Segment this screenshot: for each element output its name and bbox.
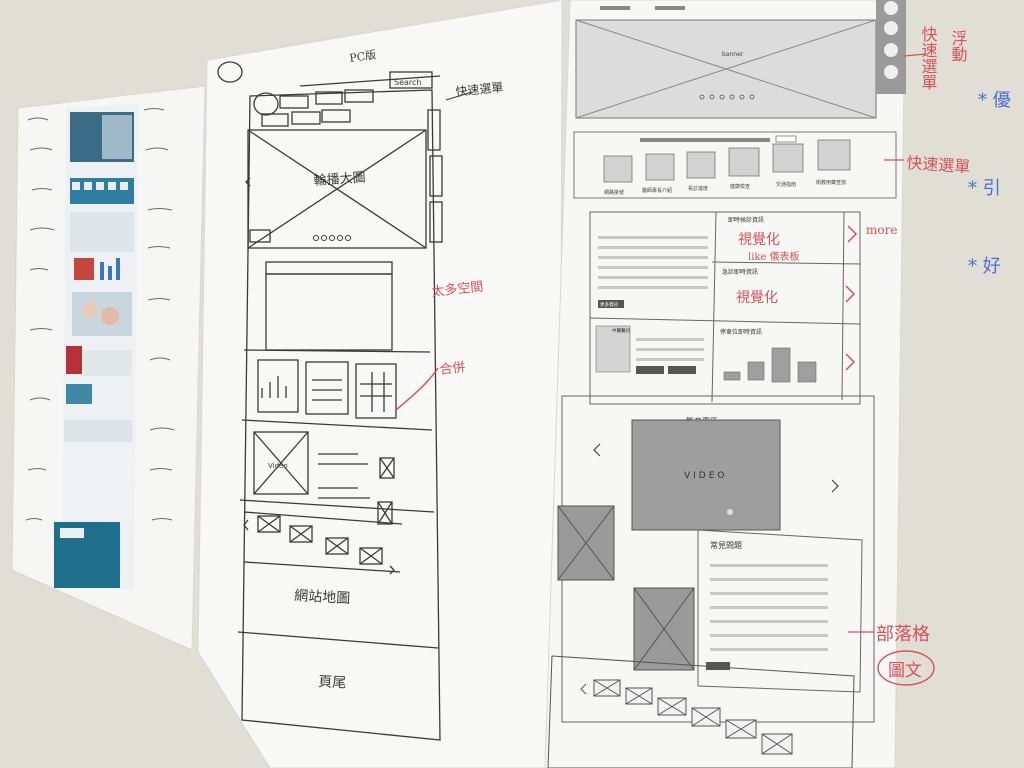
note-visualize-like: like 儀表板 bbox=[748, 250, 800, 263]
video-sketch-label: Video bbox=[268, 462, 288, 470]
note-too-much-space: 太多空間 bbox=[431, 279, 484, 300]
note-visualize-1: 視覺化 bbox=[738, 232, 780, 248]
middle-sheet: PC版 Search 輪播大圖 Video 網站地圖 頁尾 太多空間 合併 快速… bbox=[197, 0, 563, 768]
right-banner: banner bbox=[575, 19, 877, 119]
svg-text:醫師專長介紹: 醫師專長介紹 bbox=[642, 187, 672, 194]
left-sheet bbox=[11, 85, 206, 651]
svg-text:浮動: 浮動 bbox=[949, 30, 968, 63]
svg-text:衛教用藥查詢: 衛教用藥查詢 bbox=[816, 179, 846, 186]
svg-text:網路掛號: 網路掛號 bbox=[604, 189, 624, 196]
svg-text:中醫醫訊: 中醫醫訊 bbox=[612, 327, 630, 334]
search-label: Search bbox=[394, 78, 421, 87]
svg-text:banner: banner bbox=[722, 51, 744, 58]
printed-website-screenshot bbox=[54, 104, 138, 590]
svg-text:即時候診資訊: 即時候診資訊 bbox=[728, 216, 764, 224]
quick-icons-row: 網路掛號 醫師專長介紹 看診進度 健康檢查 交通指南 衛教用藥查詢 bbox=[573, 131, 897, 199]
svg-text:快速選單: 快速選單 bbox=[919, 26, 938, 90]
note-merge: 合併 bbox=[439, 360, 466, 378]
svg-text:更多資訊: 更多資訊 bbox=[600, 301, 618, 308]
svg-text:急診即時資訊: 急診即時資訊 bbox=[722, 268, 758, 276]
note-floating-menu: 快速選單 浮動 bbox=[903, 26, 968, 90]
footer-label: 頁尾 bbox=[318, 674, 347, 691]
note-more: more bbox=[866, 223, 897, 237]
note-blog: 部落格 圖文 bbox=[848, 624, 935, 686]
note-quick-menu-right: 快速選單 bbox=[884, 153, 971, 176]
banner-label: 輪播大圖 bbox=[313, 169, 366, 189]
svg-text:看診進度: 看診進度 bbox=[688, 185, 708, 192]
info-panels: 更多資訊 即時候診資訊 急診即時資訊 停車位即時資訊 中醫醫訊 bbox=[589, 211, 861, 405]
floating-side-menu bbox=[876, 0, 906, 94]
right-carousel bbox=[547, 655, 855, 768]
svg-text:常見問題: 常見問題 bbox=[710, 541, 742, 550]
banner-dots bbox=[313, 235, 351, 241]
sitemap-label: 網站地圖 bbox=[294, 588, 351, 607]
right-sheet: banner bbox=[544, 0, 971, 768]
note-visualize-2: 視覺化 bbox=[736, 290, 778, 306]
wall-note-1: * 優 bbox=[978, 90, 1011, 111]
note-quick-menu-middle: 快速選單 bbox=[445, 80, 504, 101]
video-label: VIDEO bbox=[684, 471, 728, 481]
left-sheet-scribbles bbox=[25, 108, 175, 521]
svg-text:圖文: 圖文 bbox=[888, 661, 922, 681]
svg-text:交通指南: 交通指南 bbox=[776, 181, 796, 188]
hand-wireframe bbox=[217, 61, 443, 741]
video-section: 影音專區 VIDEO 常見問題 bbox=[557, 395, 875, 723]
svg-text:健康檢查: 健康檢查 bbox=[730, 183, 750, 190]
pc-version-label: PC版 bbox=[348, 47, 377, 65]
wall-note-2: * 引 bbox=[968, 178, 1001, 199]
svg-text:快速選單: 快速選單 bbox=[455, 80, 504, 99]
svg-text:快速選單: 快速選單 bbox=[906, 153, 971, 176]
wall-note-3: * 好 bbox=[968, 256, 1001, 277]
svg-text:部落格: 部落格 bbox=[876, 624, 930, 645]
svg-text:停車位即時資訊: 停車位即時資訊 bbox=[720, 328, 762, 336]
